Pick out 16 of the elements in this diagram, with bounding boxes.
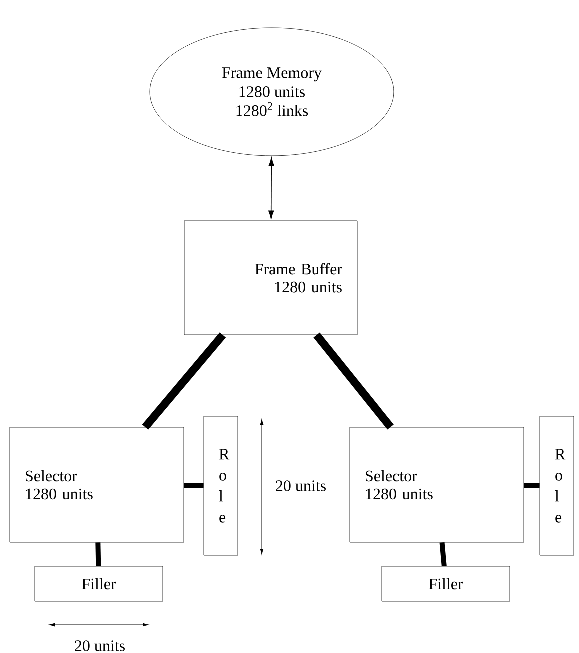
connector-line (314, 332, 394, 430)
connector-line (96, 542, 102, 566)
role-box: Role (540, 416, 574, 556)
connector-line (440, 542, 447, 567)
connector-line (142, 332, 226, 430)
process-box: Filler (34, 566, 164, 602)
arrow (268, 158, 274, 220)
process-box: Frame Buffer 1280 units (184, 220, 358, 336)
dimension-label: 20 units (75, 640, 125, 652)
role-box: Role (204, 416, 238, 556)
connector-line (524, 483, 540, 488)
process-box: Filler (382, 566, 510, 602)
process-box: Selector 1280 units (10, 427, 184, 543)
process-box: Selector 1280 units (350, 427, 524, 543)
connector-line (184, 483, 204, 488)
dimension-label: 20 units (274, 480, 328, 492)
